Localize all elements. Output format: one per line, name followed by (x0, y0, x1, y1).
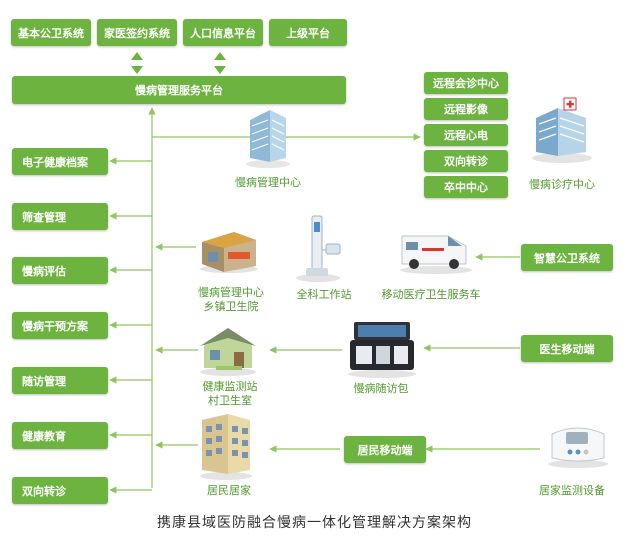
monitor-label-line2: 村卫生室 (208, 394, 252, 407)
module-assessment: 慢病评估 (12, 257, 108, 284)
diagram-caption: 携康县域医防融合慢病一体化管理解决方案架构 (157, 515, 472, 531)
followup-kit-icon (348, 322, 416, 378)
residence-icon (200, 414, 252, 480)
top-system-upper-platform: 上级平台 (269, 19, 347, 46)
township-label-line1: 慢病管理中心 (198, 286, 264, 299)
feed-arrows (155, 243, 540, 453)
remote-ecg: 远程心电 (424, 124, 508, 146)
village-clinic-icon (200, 328, 256, 376)
remote-consult-center: 远程会诊中心 (424, 72, 508, 94)
source-smart-public-health: 智慧公卫系统 (521, 244, 613, 271)
followup-kit-label: 慢病随访包 (353, 382, 409, 395)
stroke-center: 卒中中心 (424, 176, 508, 198)
home-label: 居民居家 (207, 484, 251, 497)
module-health-education: 健康教育 (12, 422, 108, 449)
module-referral: 双向转诊 (12, 477, 108, 504)
platform-bar: 慢病管理服务平台 (12, 76, 346, 104)
source-resident-mobile: 居民移动端 (344, 436, 426, 463)
vehicle-label: 移动医疗卫生服务车 (381, 288, 481, 301)
top-system-family-doctor: 家医签约系统 (97, 19, 177, 46)
management-building-icon (246, 110, 290, 168)
workstation-icon (296, 215, 341, 282)
source-doctor-mobile: 医生移动端 (521, 335, 613, 362)
workstation-label: 全科工作站 (296, 288, 352, 301)
management-center-label: 慢病管理中心 (235, 176, 301, 189)
diagnosis-center-label: 慢病诊疗中心 (529, 178, 595, 191)
hospital-icon (532, 97, 592, 163)
sync-arrows (131, 52, 226, 74)
module-health-record: 电子健康档案 (12, 148, 108, 175)
clinic-icon (200, 232, 258, 273)
top-system-population-info: 人口信息平台 (183, 19, 263, 46)
module-followup: 随访管理 (12, 367, 108, 394)
township-label-line2: 乡镇卫生院 (203, 300, 259, 313)
monitor-label-line1: 健康监测站 (202, 380, 258, 393)
module-screening: 筛查管理 (12, 203, 108, 230)
home-device-label: 居家监测设备 (539, 484, 605, 497)
blood-pressure-monitor-icon (548, 427, 608, 468)
module-arrows (109, 157, 152, 494)
remote-imaging: 远程影像 (424, 98, 508, 120)
module-intervention: 慢病干预方案 (12, 312, 108, 339)
top-system-basic-public-health: 基本公卫系统 (11, 19, 91, 46)
remote-referral: 双向转诊 (424, 150, 508, 172)
ambulance-icon (400, 235, 472, 274)
